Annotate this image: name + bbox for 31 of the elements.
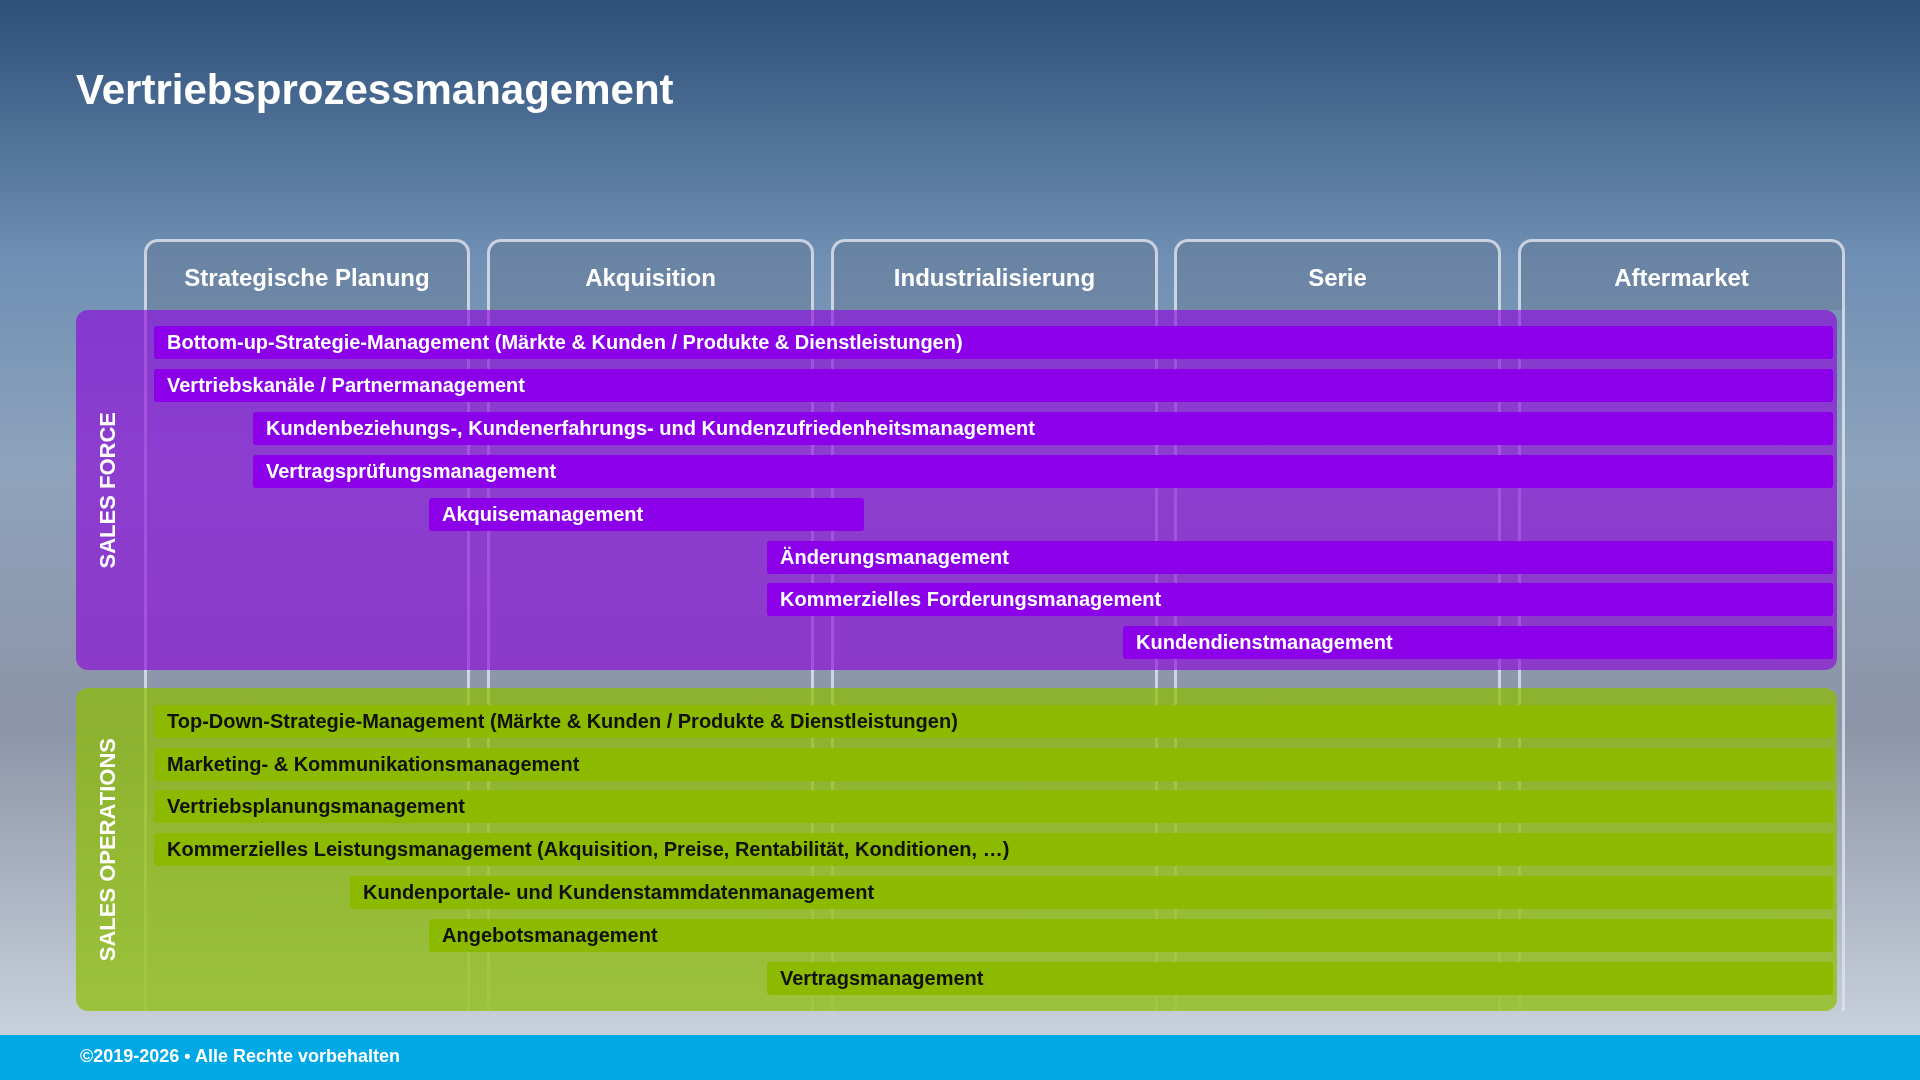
- process-bar: Angebotsmanagement: [429, 919, 1833, 952]
- title: Vertriebsprozessmanagement: [76, 66, 674, 114]
- phase-column: [1518, 239, 1845, 310]
- column-header: Serie: [1307, 264, 1368, 292]
- column-header: Industrialisierung: [892, 264, 1097, 292]
- process-bar: Kundenbeziehungs-, Kundenerfahrungs- und Kundenzufriedenheitsmanagement: [253, 412, 1833, 445]
- category-band: [76, 688, 1837, 1011]
- band-label: SALES OPERATIONS: [95, 737, 121, 962]
- column-header: Akquisition: [584, 264, 717, 292]
- process-bar: Top-Down-Strategie-Management (Märkte & Kunden / Produkte & Dienstleistungen): [154, 705, 1833, 738]
- copyright-notice: ©2019-2026 • Alle Rechte vorbehalten: [80, 1046, 401, 1067]
- phase-column: [487, 239, 814, 310]
- process-bar: Vertriebskanäle / Partnermanagement: [154, 369, 1833, 402]
- process-bar: Kundenportale- und Kundenstammdatenmanagement: [350, 876, 1833, 909]
- column-header: Strategische Planung: [183, 264, 431, 292]
- band-label: SALES FORCE: [95, 411, 121, 569]
- process-bar: Marketing- & Kommunikationsmanagement: [154, 748, 1833, 781]
- process-bar: Vertragsprüfungsmanagement: [253, 455, 1833, 488]
- process-bar: Kommerzielles Forderungsmanagement: [767, 583, 1833, 616]
- process-bar: Vertriebsplanungsmanagement: [154, 790, 1833, 823]
- process-bar: Akquisemanagement: [429, 498, 864, 531]
- process-bar: Änderungsmanagement: [767, 541, 1833, 574]
- category-band: [76, 310, 1837, 670]
- process-bar: Bottom-up-Strategie-Management (Märkte & Kunden / Produkte & Dienstleistungen): [154, 326, 1833, 359]
- process-bar: Kommerzielles Leistungsmanagement (Akquisition, Preise, Rentabilität, Konditionen, …): [154, 833, 1833, 866]
- phase-column: [1174, 239, 1501, 310]
- phase-column: [831, 239, 1158, 310]
- process-bar: Vertragsmanagement: [767, 962, 1833, 995]
- phase-column: [144, 239, 470, 310]
- process-bar: Kundendienstmanagement: [1123, 626, 1833, 659]
- column-header: Aftermarket: [1613, 264, 1750, 292]
